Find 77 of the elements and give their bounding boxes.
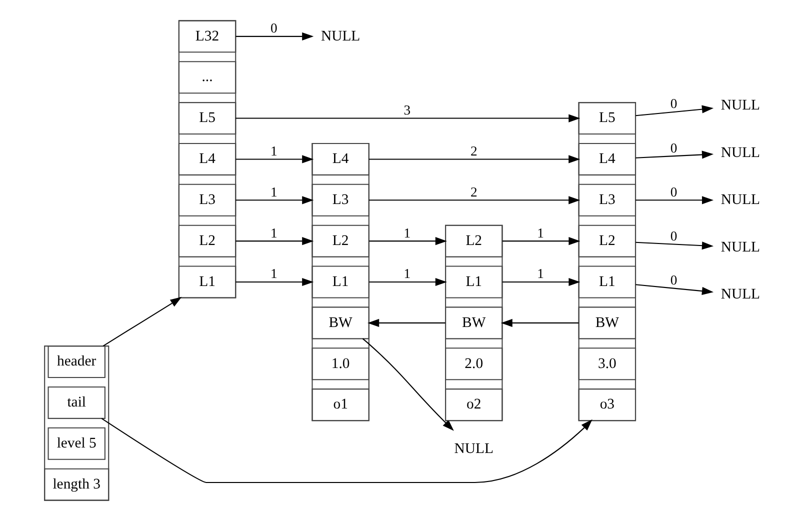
node-box: 1.0 [312, 348, 370, 380]
node-box: L2 [445, 224, 503, 258]
node-box: L4 [178, 142, 236, 176]
edge-label: 2 [470, 143, 478, 158]
node-box: L2 [312, 224, 370, 258]
edge-label: 1 [404, 225, 411, 240]
node-box: L32 [178, 20, 236, 53]
node-box: BW [578, 306, 636, 340]
node-text: NULL [720, 239, 760, 256]
node-box: L1 [178, 266, 236, 298]
node-text: NULL [720, 98, 760, 114]
arrow [636, 242, 714, 250]
edge-label: 1 [537, 266, 544, 282]
arrow [236, 237, 314, 246]
arrow [636, 105, 714, 116]
node-box: L1 [312, 266, 370, 298]
node-box: BW [445, 306, 503, 340]
node-box: 3.0 [578, 348, 636, 380]
node-text: NULL [454, 440, 494, 457]
arrow [502, 278, 580, 286]
edge-label: 0 [670, 140, 678, 156]
node-box: L3 [178, 184, 236, 216]
node-text: NULL [720, 286, 760, 302]
node-box: L3 [578, 184, 636, 216]
arrow [368, 196, 580, 204]
node-text: NULL [320, 28, 360, 44]
node-box: o1 [312, 388, 370, 422]
arrow [369, 278, 447, 286]
arrow [636, 196, 714, 204]
node-box: L1 [445, 266, 503, 298]
arrow [236, 114, 580, 122]
node-text: NULL [720, 144, 760, 161]
node-box: L1 [578, 266, 636, 298]
edge-label: 0 [270, 20, 278, 36]
edge-label: 0 [670, 96, 678, 112]
edge-label: 1 [270, 266, 278, 282]
edge-label: 1 [270, 184, 278, 200]
arrow [101, 418, 592, 483]
node-box: tail [48, 386, 106, 419]
arrow [236, 196, 314, 204]
node-text: NULL [720, 192, 760, 208]
arrow [236, 32, 314, 40]
node-box: L5 [578, 102, 636, 135]
edge-label: 0 [670, 184, 678, 200]
arrow [636, 284, 714, 296]
edge-label: 0 [670, 228, 678, 244]
arrow [369, 237, 447, 246]
node-box: L2 [178, 224, 236, 258]
node-box: L2 [578, 224, 636, 258]
arrow [368, 318, 446, 327]
node-box: L3 [312, 184, 370, 216]
arrow [500, 318, 579, 327]
edge-label: 1 [270, 143, 278, 158]
edge-label: 1 [270, 225, 278, 240]
node-box: o2 [445, 388, 503, 422]
arrow [636, 150, 714, 159]
arrow [362, 338, 454, 431]
edge-label: 0 [670, 272, 678, 288]
edge-label: 1 [537, 225, 544, 240]
node-box: level 5 [48, 427, 106, 460]
edge-label: 2 [470, 184, 478, 200]
arrow [236, 155, 314, 164]
node-box: 2.0 [445, 348, 503, 380]
arrow [368, 155, 580, 164]
node-box: L4 [578, 142, 636, 176]
arrow [102, 296, 182, 346]
arrow [236, 278, 314, 286]
edge-label: 3 [404, 102, 411, 118]
node-box: L4 [312, 142, 370, 176]
node-box: L5 [178, 102, 236, 135]
node-box: o3 [578, 388, 636, 422]
node-box: ... [178, 61, 236, 94]
arrow [502, 237, 580, 246]
node-box: length 3 [44, 468, 110, 501]
edge-label: 1 [404, 266, 411, 282]
node-box: header [48, 346, 106, 378]
node-box: BW [312, 306, 370, 340]
